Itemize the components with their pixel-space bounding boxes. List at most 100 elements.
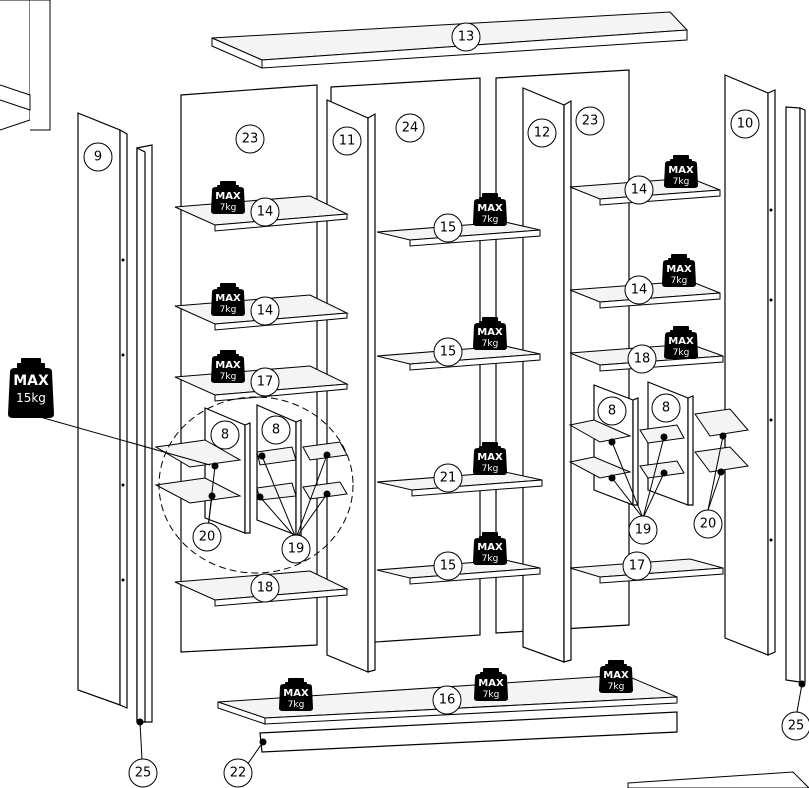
svg-text:17: 17 [629, 559, 646, 574]
svg-text:10: 10 [737, 117, 754, 132]
weight-load-label: 7kg [482, 339, 499, 349]
max-weight-icon: MAX 7kg [662, 254, 696, 287]
max-weight-icon: MAX 7kg [211, 283, 245, 316]
svg-text:20: 20 [700, 517, 717, 532]
callout-16: 16 [432, 685, 462, 715]
weight-max-label: MAX [668, 165, 694, 176]
max-weight-15kg-icon: MAX 15kg [8, 358, 54, 418]
weight-load-label: 7kg [673, 177, 690, 187]
weight-max-label: MAX [477, 203, 503, 214]
corner-fragment-bottom-right [627, 771, 809, 788]
weight-load-label: 15kg [16, 391, 46, 405]
leader-lines [39, 416, 803, 766]
callout-20: 20 [192, 522, 222, 552]
weight-max-label: MAX [477, 452, 503, 463]
weight-max-label: MAX [668, 336, 694, 347]
callout-12: 12 [527, 118, 557, 148]
callout-14: 14 [624, 275, 654, 305]
callout-9: 9 [83, 142, 113, 172]
svg-text:25: 25 [788, 719, 805, 734]
top-panel-13 [211, 11, 689, 69]
callout-22: 22 [223, 758, 253, 788]
svg-text:13: 13 [458, 30, 475, 45]
callout-25: 25 [781, 711, 809, 741]
connector-dots [136, 432, 806, 746]
svg-text:11: 11 [339, 134, 356, 149]
weight-max-label: MAX [283, 688, 309, 699]
callout-14: 14 [250, 296, 280, 326]
max-weight-icon: MAX 7kg [664, 155, 698, 188]
callout-18: 18 [627, 344, 657, 374]
svg-text:17: 17 [257, 375, 274, 390]
svg-text:14: 14 [257, 205, 274, 220]
svg-text:23: 23 [582, 114, 599, 129]
callout-18: 18 [250, 573, 280, 603]
callout-10: 10 [730, 109, 760, 139]
weight-load-label: 7kg [482, 215, 499, 225]
svg-text:9: 9 [94, 150, 102, 165]
callout-8: 8 [651, 393, 681, 423]
max-weight-icon: MAX 7kg [664, 326, 698, 359]
max-weight-icon: MAX 7kg [474, 668, 508, 701]
callout-23: 23 [575, 106, 605, 136]
svg-text:12: 12 [534, 126, 551, 141]
svg-text:8: 8 [272, 423, 280, 438]
weight-max-label: MAX [603, 670, 629, 681]
svg-text:19: 19 [288, 542, 305, 557]
callout-11: 11 [332, 126, 362, 156]
weight-max-label: MAX [478, 678, 504, 689]
max-weight-icon: MAX 7kg [473, 532, 507, 565]
svg-text:8: 8 [221, 428, 229, 443]
max-weight-icon: MAX 7kg [211, 350, 245, 383]
max-weight-icon: MAX 7kg [473, 317, 507, 350]
corner-fragment-top-left [0, 0, 51, 131]
callout-23: 23 [235, 124, 265, 154]
svg-text:15: 15 [440, 221, 457, 236]
callout-15: 15 [433, 213, 463, 243]
max-weight-icon: MAX 7kg [279, 678, 313, 711]
weight-max-label: MAX [477, 327, 503, 338]
callout-21: 21 [433, 463, 463, 493]
svg-text:21: 21 [440, 471, 457, 486]
weight-max-label: MAX [666, 264, 692, 275]
max-weight-icon: MAX 7kg [599, 660, 633, 693]
svg-text:22: 22 [230, 766, 247, 781]
callout-8: 8 [597, 396, 627, 426]
weight-load-label: 7kg [482, 464, 499, 474]
svg-text:23: 23 [242, 132, 259, 147]
svg-text:25: 25 [135, 766, 152, 781]
weight-max-label: MAX [477, 542, 503, 553]
weight-load-label: 7kg [288, 700, 305, 710]
weight-max-label: MAX [13, 373, 49, 389]
max-weight-icon: MAX 7kg [211, 181, 245, 214]
callout-8: 8 [210, 420, 240, 450]
weight-load-label: 7kg [608, 682, 625, 692]
weight-load-label: 7kg [673, 348, 690, 358]
callout-14: 14 [624, 175, 654, 205]
callout-8: 8 [261, 415, 291, 445]
svg-text:18: 18 [634, 352, 651, 367]
svg-text:19: 19 [635, 523, 652, 538]
svg-text:24: 24 [402, 121, 419, 136]
plinth-22 [259, 711, 678, 753]
callout-15: 15 [433, 551, 463, 581]
weight-max-label: MAX [215, 191, 241, 202]
weight-load-label: 7kg [220, 372, 237, 382]
svg-text:14: 14 [631, 183, 648, 198]
svg-text:14: 14 [631, 283, 648, 298]
plinth-25-right [785, 106, 806, 683]
callout-20: 20 [693, 509, 723, 539]
callout-17: 17 [622, 551, 652, 581]
weight-load-label: 7kg [483, 690, 500, 700]
svg-text:16: 16 [439, 693, 456, 708]
max-weight-icon: MAX 7kg [473, 193, 507, 226]
svg-text:18: 18 [257, 581, 274, 596]
callouts: 9 23 11 24 13 12 23 10 14 15 14 14 14 15… [83, 22, 809, 788]
callout-15: 15 [433, 337, 463, 367]
weight-max-label: MAX [215, 293, 241, 304]
svg-text:15: 15 [440, 345, 457, 360]
divider-panel-12 [522, 87, 572, 663]
svg-text:14: 14 [257, 304, 274, 319]
weight-load-label: 7kg [220, 305, 237, 315]
side-panel-9 [77, 112, 128, 709]
